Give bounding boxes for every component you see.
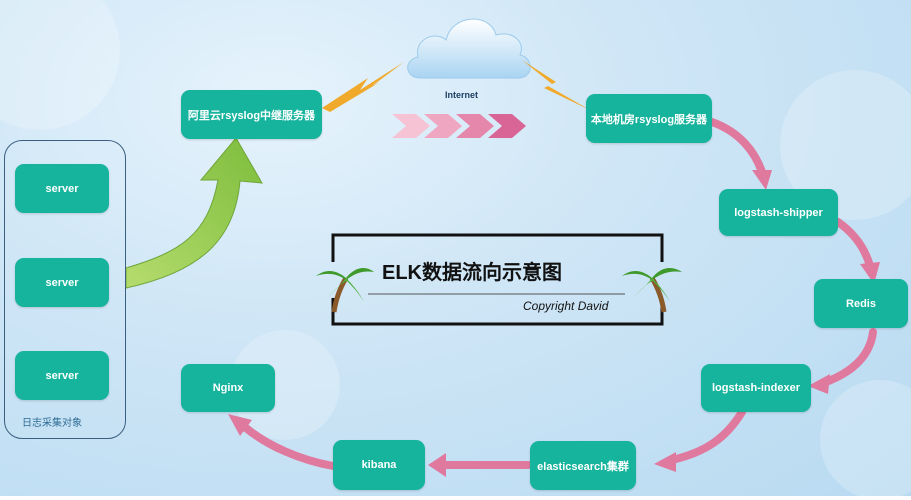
palm-tree-icon	[622, 268, 682, 313]
flow-arrow	[708, 118, 766, 176]
chevron-arrows-icon	[392, 114, 526, 138]
elasticsearch-cluster-node[interactable]: elasticsearch集群	[530, 441, 636, 490]
palm-tree-icon	[316, 268, 374, 313]
logstash-shipper-node[interactable]: logstash-shipper	[719, 189, 838, 236]
green-arrow-icon	[125, 137, 263, 289]
flow-arrow	[242, 424, 337, 470]
logstash-indexer-node[interactable]: logstash-indexer	[701, 364, 811, 412]
internet-label: Internet	[445, 90, 479, 100]
redis-node[interactable]: Redis	[814, 279, 908, 328]
diagram-title: ELK数据流向示意图	[382, 262, 562, 284]
log-source-group	[4, 140, 126, 439]
background-bubble	[820, 380, 911, 500]
lightning-icon	[522, 60, 590, 110]
server-node-3[interactable]: server	[15, 351, 109, 400]
flow-arrowhead	[428, 453, 446, 477]
group-label: 日志采集对象	[22, 418, 82, 429]
flow-arrowhead	[654, 452, 676, 472]
kibana-node[interactable]: kibana	[333, 440, 425, 490]
lightning-icon	[322, 62, 404, 112]
nginx-node[interactable]: Nginx	[181, 364, 275, 412]
flow-arrowhead	[752, 170, 772, 190]
flow-arrowhead	[860, 262, 880, 284]
copyright-text: Copyright David	[523, 299, 609, 313]
cloud-icon	[407, 18, 531, 79]
server-node-2[interactable]: server	[15, 258, 109, 307]
flow-arrowhead	[808, 374, 830, 394]
server-node-1[interactable]: server	[15, 164, 109, 213]
aliyun-rsyslog-relay-node[interactable]: 阿里云rsyslog中继服务器	[181, 90, 322, 139]
flow-arrow	[668, 408, 746, 464]
flow-arrow	[822, 328, 877, 386]
flow-arrowhead	[228, 414, 252, 436]
local-rsyslog-node[interactable]: 本地机房rsyslog服务器	[586, 94, 712, 143]
flow-arrow	[834, 218, 874, 270]
